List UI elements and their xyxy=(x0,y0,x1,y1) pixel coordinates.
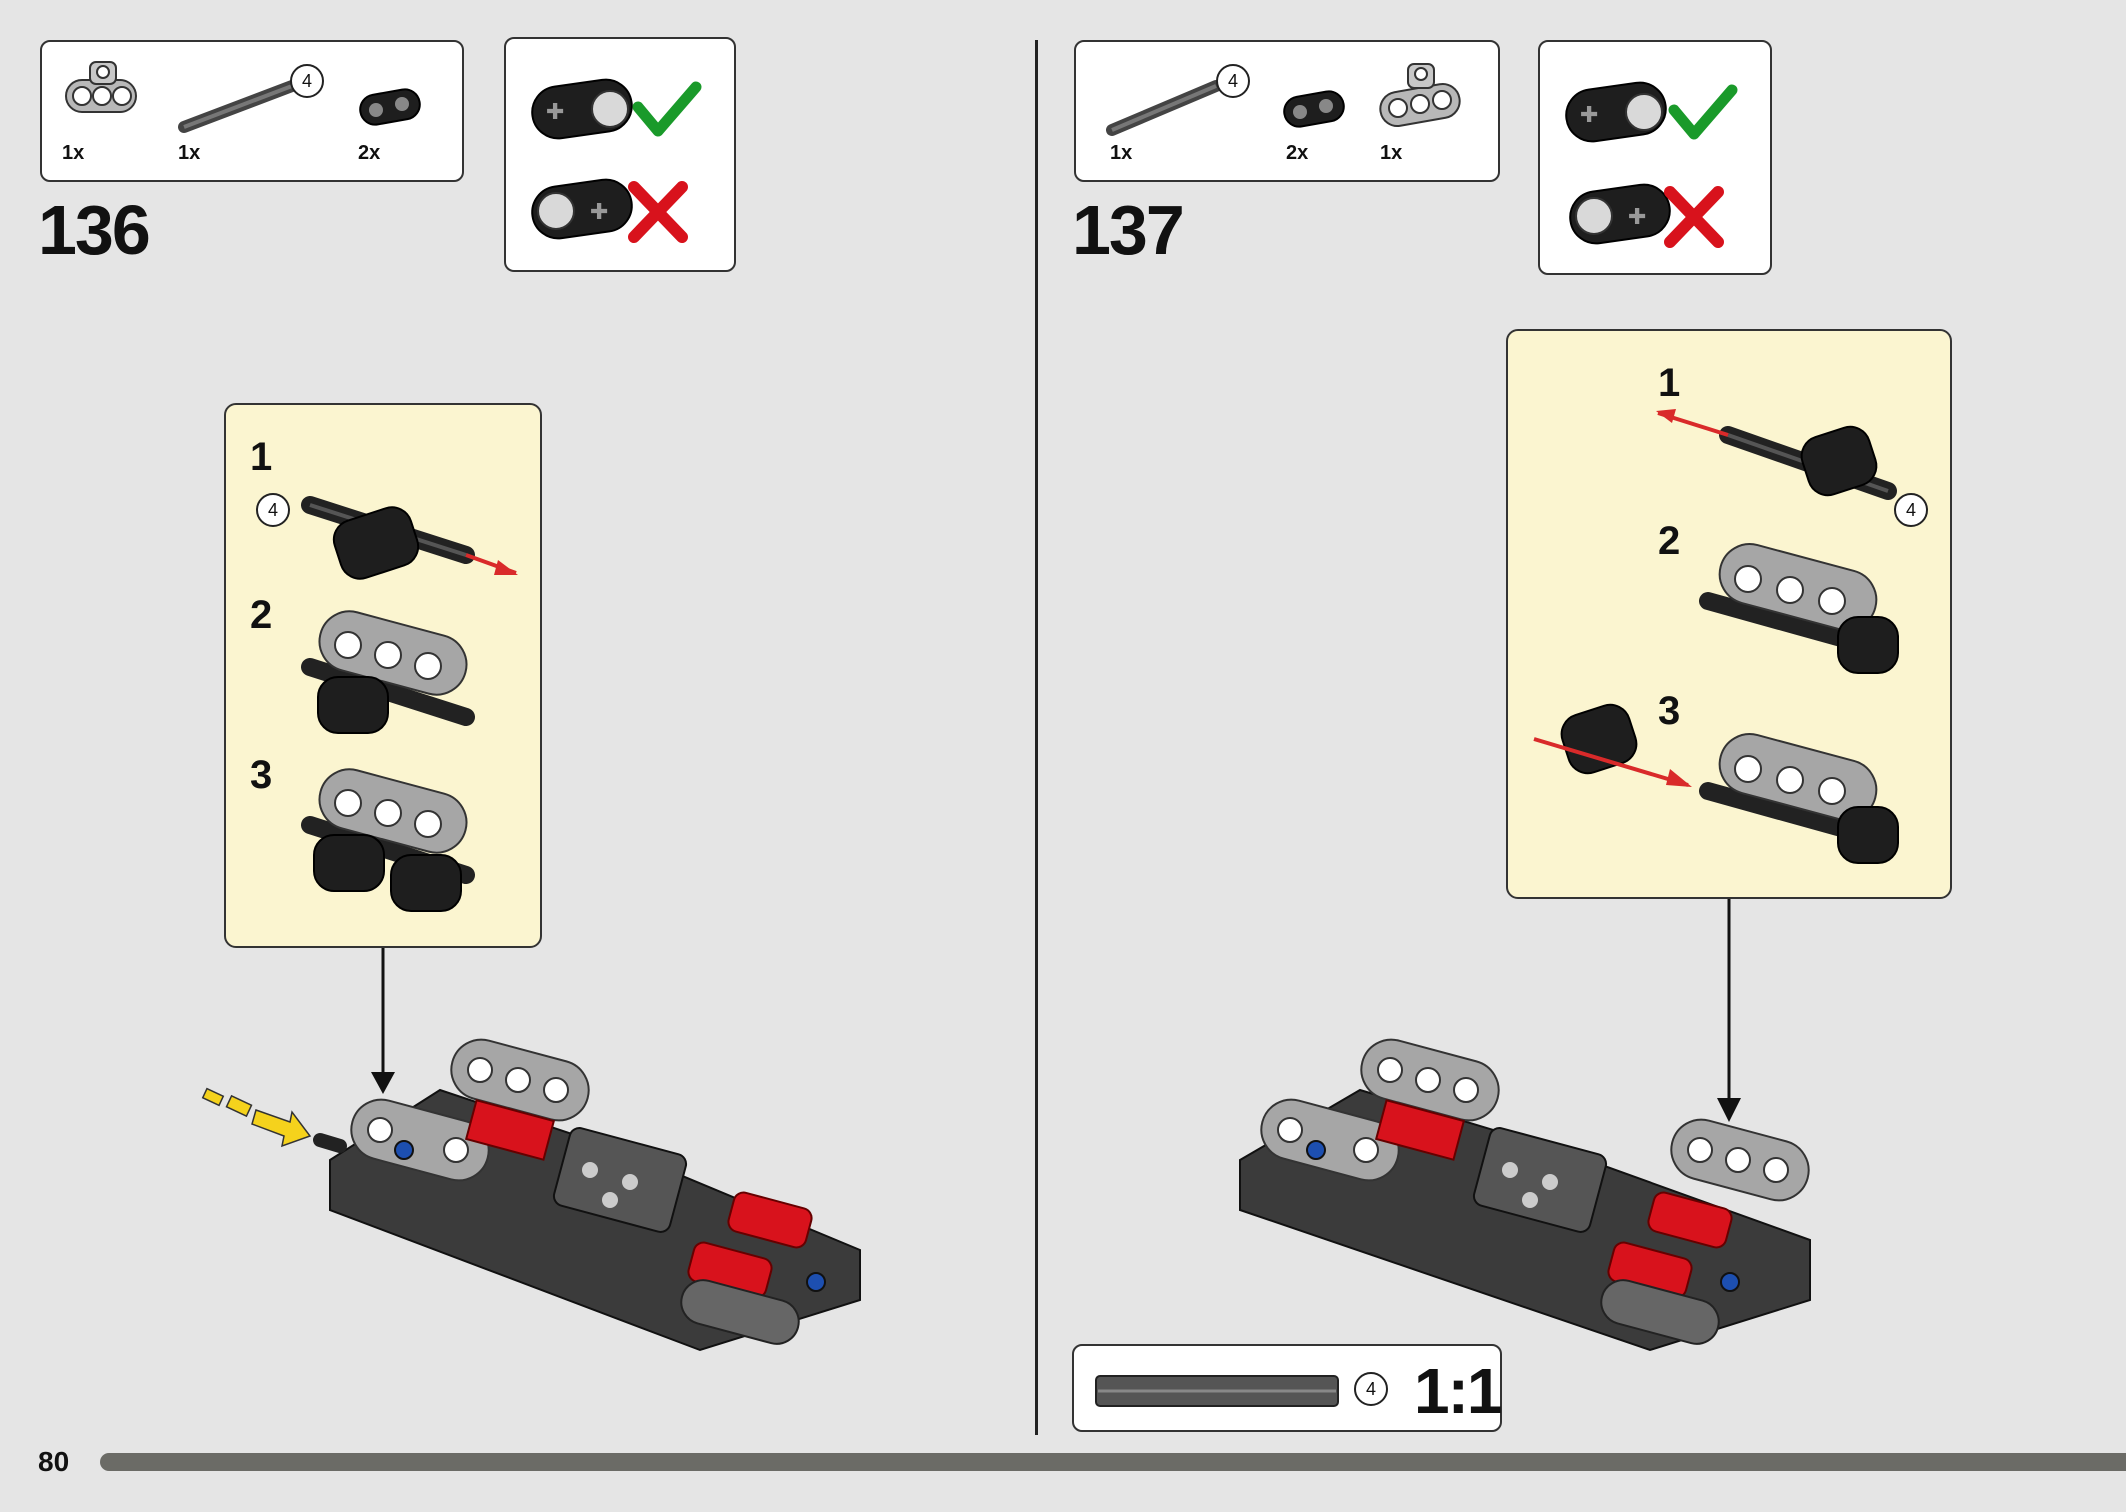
scale-ratio: 1:1 xyxy=(1414,1355,1502,1427)
chassis-assembly xyxy=(313,1038,861,1352)
parts-list-136-art xyxy=(65,61,421,133)
model-illustration-136 xyxy=(201,948,861,1352)
step-number: 136 xyxy=(38,191,151,269)
svg-text:✚: ✚ xyxy=(546,100,564,125)
push-arrow-icon xyxy=(201,1087,312,1148)
substep-3-illustration xyxy=(1533,703,1899,864)
axle-icon xyxy=(1106,80,1222,136)
substep-2-illustration xyxy=(301,610,475,734)
callout-137-art xyxy=(1533,409,1899,864)
step-number: 137 xyxy=(1072,191,1185,269)
substep-3-illustration xyxy=(301,768,475,912)
substep-2-illustration xyxy=(1699,543,1899,674)
page-footer-bar xyxy=(100,1453,2126,1471)
axle-pin-connector-icon xyxy=(65,61,137,113)
arrow-head xyxy=(1717,1098,1741,1122)
axle-length-badge: 4 xyxy=(290,64,324,98)
liftarm-wrong-icon: ✚ xyxy=(531,178,633,240)
liftarm-correct-icon: ✚ xyxy=(531,78,633,140)
svg-text:✚: ✚ xyxy=(1628,205,1646,230)
scale-guide-art xyxy=(1095,1375,1339,1407)
orientation-hint-art: ✚ ✚ xyxy=(531,78,702,243)
substep-label: 3 xyxy=(1658,689,1681,733)
page-number: 80 xyxy=(38,1446,70,1477)
substep-label: 1 xyxy=(1658,361,1681,405)
sub-assembly-callout-137: 1 2 3 4 xyxy=(1506,329,1952,899)
axle-icon xyxy=(178,80,298,133)
part-qty: 1x xyxy=(1380,142,1403,164)
check-icon xyxy=(632,81,702,137)
svg-text:✚: ✚ xyxy=(1580,103,1598,128)
part-qty: 1x xyxy=(62,142,85,164)
substep-label: 3 xyxy=(250,753,273,797)
scale-guide: 4 1:1 xyxy=(1072,1344,1502,1432)
substep-1-illustration xyxy=(301,496,518,580)
check-icon xyxy=(1668,84,1738,140)
orientation-hint-art: ✚ ✚ xyxy=(1565,81,1738,248)
parts-list-136: 1x 1x 2x 4 xyxy=(40,40,464,182)
part-qty: 2x xyxy=(1286,142,1309,164)
cross-icon xyxy=(628,181,688,243)
arrow-head xyxy=(371,1072,395,1094)
orientation-hint-137: ✚ ✚ xyxy=(1538,40,1772,275)
sub-assembly-callout-136: 1 2 3 4 xyxy=(224,403,542,948)
axle-length-badge: 4 xyxy=(256,493,290,527)
axle-length-badge: 4 xyxy=(1216,64,1250,98)
cross-icon xyxy=(1664,186,1724,248)
model-illustration-137 xyxy=(1239,899,1811,1352)
chassis-assembly xyxy=(1239,1038,1811,1352)
part-qty: 2x xyxy=(358,142,381,164)
parts-list-137-art xyxy=(1106,63,1461,136)
part-qty: 1x xyxy=(178,142,201,164)
substep-label: 2 xyxy=(250,593,273,637)
orientation-hint-136: ✚ ✚ xyxy=(504,37,736,272)
svg-text:✚: ✚ xyxy=(590,200,608,225)
part-qty: 1x xyxy=(1110,142,1133,164)
substep-label: 1 xyxy=(250,435,273,479)
axle-length-badge: 4 xyxy=(1894,493,1928,527)
parts-list-137: 1x 2x 1x 4 xyxy=(1074,40,1500,182)
substep-label: 2 xyxy=(1658,519,1681,563)
liftarm-icon xyxy=(1283,90,1345,128)
axle-pin-connector-icon xyxy=(1379,63,1461,127)
liftarm-correct-icon: ✚ xyxy=(1565,81,1667,143)
axle-length-badge: 4 xyxy=(1354,1372,1388,1406)
page-divider xyxy=(1035,40,1038,1435)
substep-1-illustration xyxy=(1656,409,1897,500)
liftarm-icon xyxy=(359,88,421,126)
liftarm-wrong-icon: ✚ xyxy=(1569,183,1671,245)
callout-136-art xyxy=(301,496,518,912)
